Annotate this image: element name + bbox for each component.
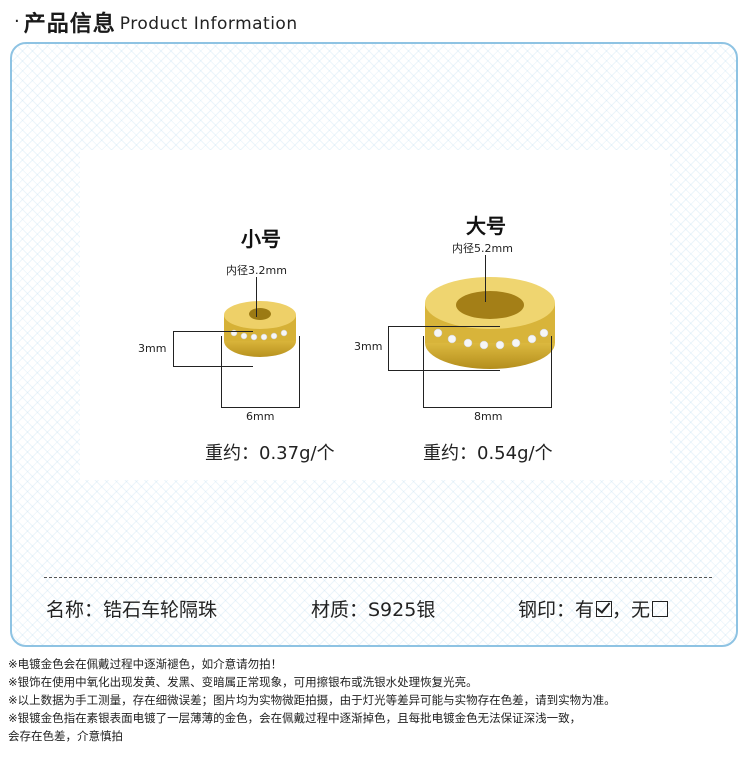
small-weight: 重约：0.37g/个 — [205, 443, 335, 464]
small-size-label: 小号 — [241, 227, 281, 251]
large-height-bracket — [388, 326, 500, 371]
small-width-bracket — [221, 336, 300, 408]
stamp-yes-checkbox-icon — [596, 601, 613, 617]
header-title-cn: 产品信息 — [23, 12, 116, 37]
stamp-yes-label: 钢印：有 — [518, 599, 595, 621]
stamp-no-checkbox-icon — [652, 601, 669, 617]
large-width-label: 8mm — [474, 410, 503, 423]
large-weight: 重约：0.54g/个 — [423, 443, 553, 464]
section-header: · 产品信息 Product Information — [0, 0, 750, 44]
large-size-label: 大号 — [466, 214, 506, 238]
header-bullet: · — [14, 11, 20, 32]
note-line: ※银饰在使用中氧化出现发黄、发黑、变暗属正常现象，可用擦银布或洗银水处理恢复光亮… — [8, 675, 478, 689]
note-line: 会存在色差，介意慎拍 — [8, 729, 123, 743]
large-width-bracket — [423, 336, 552, 408]
small-height-label: 3mm — [138, 342, 167, 355]
header-title-en: Product Information — [119, 14, 298, 34]
product-photo — [80, 150, 670, 480]
large-inner-marker — [485, 255, 486, 302]
spec-material: 材质：S925银 — [311, 599, 436, 621]
spec-name: 名称：锆石车轮隔珠 — [46, 599, 218, 621]
divider-line — [44, 577, 712, 578]
large-inner-diameter: 内径5.2mm — [452, 242, 513, 255]
small-inner-marker — [256, 277, 257, 317]
small-height-bracket — [173, 331, 253, 367]
spec-stamp: 钢印：有 ，无 — [518, 595, 669, 622]
large-height-label: 3mm — [354, 340, 383, 353]
note-line: ※电镀金色会在佩戴过程中逐渐褪色，如介意请勿拍！ — [8, 657, 283, 671]
small-width-label: 6mm — [246, 410, 275, 423]
notes-section: ※电镀金色会在佩戴过程中逐渐褪色，如介意请勿拍！ ※银饰在使用中氧化出现发黄、发… — [8, 655, 746, 745]
small-inner-diameter: 内径3.2mm — [226, 264, 287, 277]
small-bead-image — [224, 301, 296, 357]
large-bead-image — [425, 277, 555, 369]
note-line: ※以上数据为手工测量，存在细微误差；图片均为实物微距拍摄，由于灯光等差异可能与实… — [8, 693, 616, 707]
stamp-no-label: ，无 — [612, 599, 651, 621]
note-line: ※银镀金色指在素银表面电镀了一层薄薄的金色，会在佩戴过程中逐渐掉色，且每批电镀金… — [8, 711, 582, 725]
